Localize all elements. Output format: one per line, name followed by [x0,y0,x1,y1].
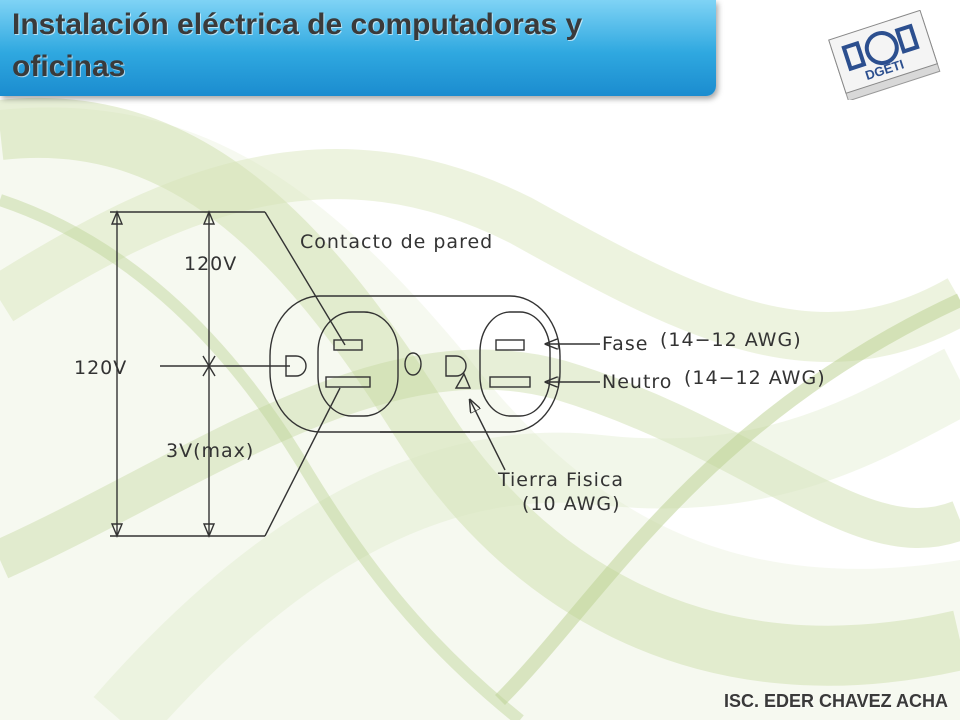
pointer-lines [470,344,600,471]
slide-title: Instalación eléctrica de computadoras y … [12,8,583,83]
label-neutro: Neutro [602,371,672,393]
label-fase: Fase [602,333,648,355]
dgeti-logo: DGETI [828,10,941,100]
title-bar: Instalación eléctrica de computadoras y … [0,0,716,96]
label-tierra: Tierra Fisica [497,469,624,491]
outlet-body [269,295,561,433]
label-tierra-awg: (10 AWG) [522,493,621,515]
label-fase-awg: (14−12 AWG) [660,329,802,351]
label-3v-max: 3V(max) [166,440,254,462]
dimension-lines [110,210,346,538]
label-120v-top: 120V [184,253,237,275]
author-footer: ISC. EDER CHAVEZ ACHA [723,691,948,711]
label-120v-left: 120V [74,357,127,379]
label-contacto: Contacto de pared [300,231,493,253]
label-neutro-awg: (14−12 AWG) [684,367,826,389]
